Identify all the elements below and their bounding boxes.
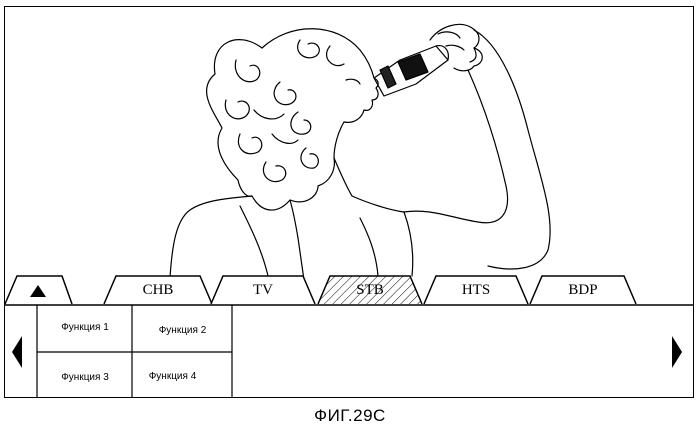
function-2-button[interactable]: Функция 2 <box>133 325 232 336</box>
tab-up[interactable] <box>10 276 66 304</box>
scroll-right-button[interactable] <box>666 332 686 372</box>
left-triangle-icon <box>8 332 28 372</box>
function-1-button[interactable]: Функция 1 <box>38 322 132 333</box>
tab-hts[interactable]: HTS <box>434 276 518 304</box>
tab-stb[interactable]: STB <box>328 276 412 304</box>
tab-bdp[interactable]: BDP <box>540 276 626 304</box>
right-triangle-icon <box>666 332 686 372</box>
tab-tv[interactable]: TV <box>221 276 305 304</box>
function-grid <box>37 305 232 397</box>
figure-caption: ФИГ.29С <box>0 406 700 426</box>
up-triangle-icon <box>10 276 66 304</box>
scroll-left-button[interactable] <box>8 332 28 372</box>
tab-chb[interactable]: CHB <box>114 276 202 304</box>
woman-drinking-illustration <box>170 24 550 280</box>
function-4-button[interactable]: Функция 4 <box>133 371 212 382</box>
function-3-button[interactable]: Функция 3 <box>38 372 132 383</box>
